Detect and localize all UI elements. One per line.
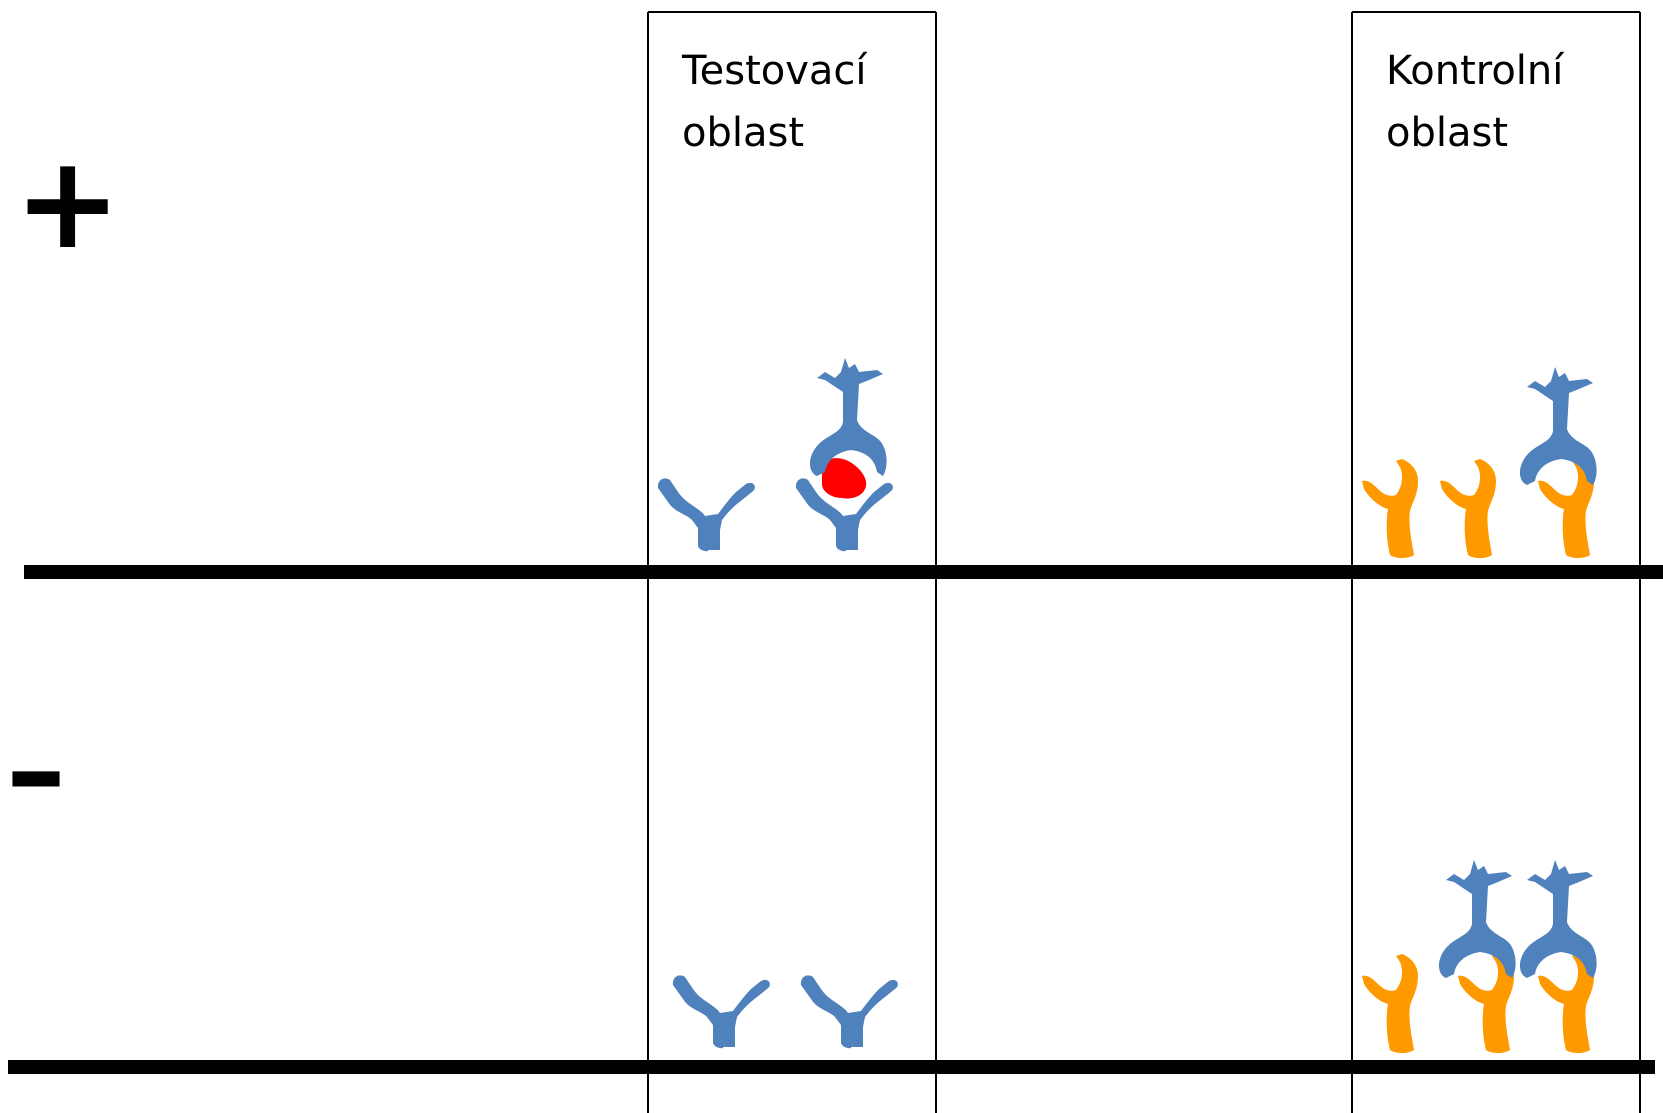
control-zone-box (1351, 11, 1641, 1113)
control-antibody (1538, 954, 1594, 1053)
control-antibody (1362, 954, 1418, 1053)
positive-sign: + (14, 129, 122, 278)
capture-antibody-free (657, 478, 755, 552)
detection-antibody-captured (1438, 860, 1516, 978)
negative-sign: – (6, 702, 66, 841)
capture-antibody-free (800, 975, 898, 1049)
detection-antibody (809, 358, 887, 476)
test-zone-title: Testovací oblast (682, 48, 867, 156)
test-zone-box (647, 11, 937, 1113)
detection-antibody-captured (1519, 860, 1597, 978)
antigen-blob (822, 458, 867, 499)
control-antibody (1362, 459, 1418, 558)
detection-antibody-captured (1519, 367, 1597, 485)
control-zone-title: Kontrolní oblast (1386, 48, 1564, 156)
capture-antibody-free (672, 975, 770, 1049)
control-antibody (1440, 459, 1496, 558)
